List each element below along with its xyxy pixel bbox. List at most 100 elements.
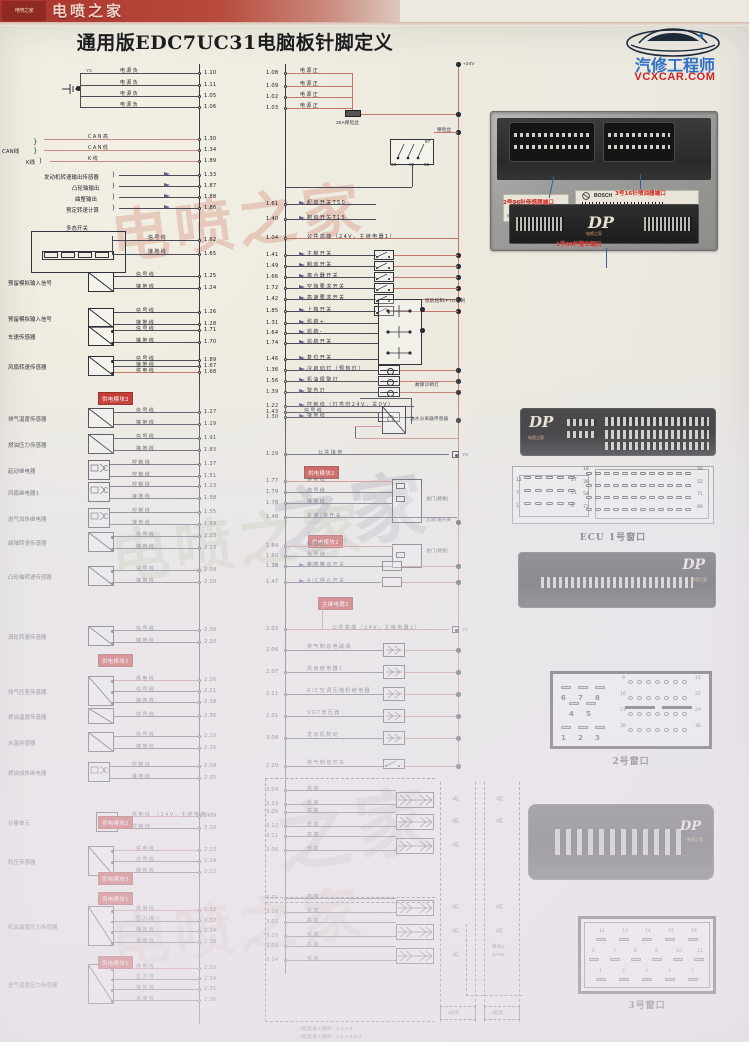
wire-switch [286,311,376,312]
pin-number: 3.15 [266,933,279,939]
connector-pin-oval [646,696,651,700]
pin-number: 3.16 [266,909,279,915]
wire-supply [114,680,199,681]
wire-label: 公共高端（24V，主继电器1） [307,233,396,240]
pin-number: 3.09 [204,813,217,819]
dp-logo: DP [588,213,614,232]
wire-injector [286,898,396,899]
cylinder-group-b [484,782,520,1022]
sensor-terminal [111,536,114,539]
pinout-window-1 [512,466,714,524]
pin-number: 1.25 [204,273,217,279]
switch-glyph [374,261,394,271]
wire-fuse-to-battery [361,114,458,115]
cruise-node [420,328,425,333]
pin-number: 7 [578,694,583,702]
pin-dot [198,814,201,818]
pin-number: 3.04 [266,787,279,793]
ecu-bus-left [199,64,200,1024]
main-relay-box [390,139,434,165]
wire-relay2-drop [322,607,323,629]
cylinder-tag: 1缸 [452,796,459,801]
wire-signal [114,931,199,933]
component-label: 进气加热继电器 [8,517,47,523]
wire-label: 高速要求开关 [307,294,346,301]
signal-arrow-icon [299,201,305,206]
switch-contact-icon [376,274,390,280]
connector-photo-2: DP 电喷之家 [518,552,716,608]
bus-node [456,714,461,719]
sensor-body [88,434,114,454]
connector-tab-pin [589,958,599,961]
wire-signal [114,360,199,361]
wire-label: 信号线 [136,355,156,362]
pin-number: 1.77 [266,478,279,484]
connector-pin-strip [555,829,687,855]
connector-tag: Y1 [462,627,468,632]
sensor-body [88,846,114,876]
connector-pin-oval [676,496,682,500]
pin-number: 2.12 [204,869,217,875]
connector-mark: ) [39,157,42,165]
pin-number: 1.87 [204,183,217,189]
wire-to-rail [405,738,458,739]
wire-throttle [286,517,457,518]
wire-lamp-supply [400,381,458,382]
bus-node [456,264,461,269]
wire-label: 主制开关 [307,250,333,257]
wire-label: 空挡要求开关 [307,283,346,290]
wire-signal [114,536,199,537]
connector-pin-oval [673,680,678,684]
wire-label: 接地线 [136,419,156,426]
pin-dot [198,919,201,923]
pin-dot [198,422,201,426]
wire-to-rail [394,277,458,278]
pin-dot [198,826,201,830]
can-group-label: CAN线 [2,149,20,155]
brand-url: VCXCAR.COM [634,71,716,83]
connector-photo-1: DP 电喷之家 [520,408,716,456]
wire-label: 接地线 [307,498,327,505]
pin-number: 1 [561,734,566,742]
pin-number: 4 [569,710,574,718]
pin-number: 2.30 [204,627,217,633]
connector-tab-pin [569,702,579,705]
wire-injector [286,826,396,827]
relay-coil-icon [90,463,108,473]
wire-supply [114,850,199,851]
wire-cruise [286,359,379,360]
connector-pin-strip [567,431,597,438]
pin-dot [198,496,201,500]
sensor-terminal [111,642,114,645]
wire-output [119,186,199,187]
wire-label: 制动开关 [307,261,333,268]
pin-dot [198,966,201,970]
power-rail-right [458,64,459,764]
connector-tab-pin [578,686,588,689]
pin-number: 11 [571,491,577,496]
wire-signal [114,570,199,571]
connector-pin-oval [664,680,669,684]
connector-pin-oval [613,496,619,500]
callout-leader [606,248,607,268]
pin-number: 1.19 [204,421,217,427]
pin-dot [198,689,201,693]
pin-number: 1.42 [266,296,279,302]
connector-pin-oval [637,680,642,684]
wire-label: 接地线 [136,337,156,344]
sensor-terminal [111,691,114,694]
connector-pin-oval [631,508,637,512]
wire-signal [114,438,199,439]
wire-signal [114,288,199,289]
wire-output [119,175,199,176]
fuse-label: 30A保险丝 [336,120,360,125]
pin-number: 1.06 [204,104,217,110]
wire-label: 温度线 [136,937,156,944]
wire-label: 电源负 [120,102,140,108]
connector-pin-oval [613,472,619,476]
pin-dot [284,71,287,75]
connector-pin-strip [541,577,693,588]
pin-number: 1.48 [266,514,279,520]
wire-label: 低端 [307,907,320,914]
pin-number: 1.24 [204,285,217,291]
